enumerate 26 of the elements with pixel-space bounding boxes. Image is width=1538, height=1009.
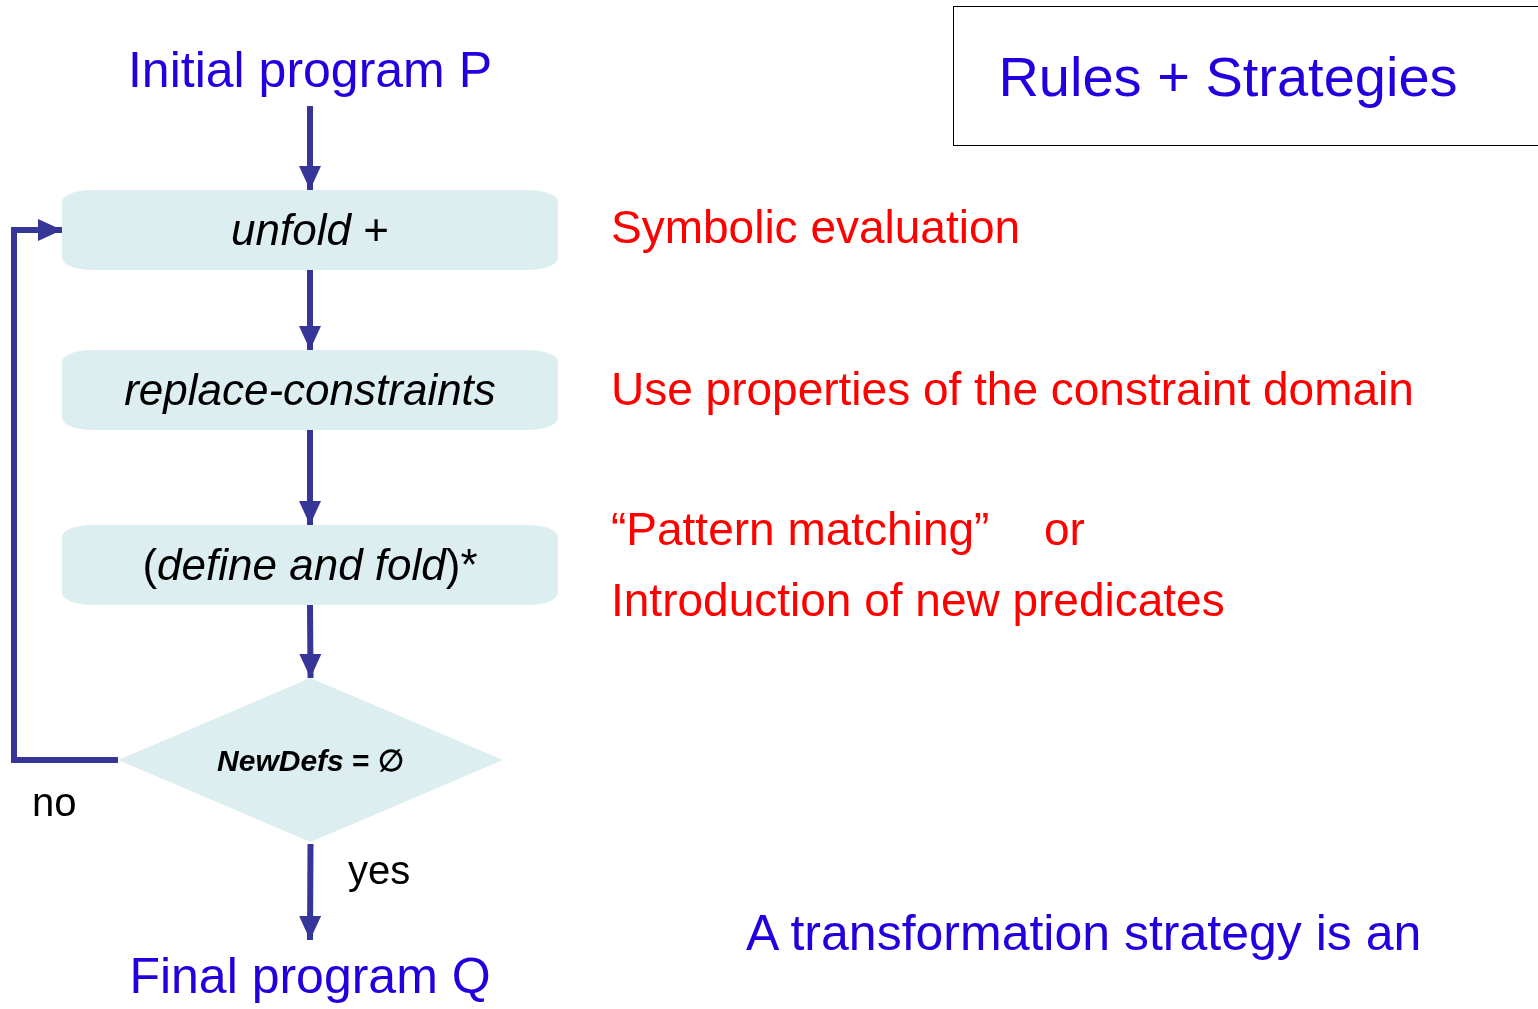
start-label: Initial program P — [127, 41, 492, 99]
process-box — [62, 350, 558, 430]
annotation-text: “Pattern matching” — [611, 502, 990, 556]
arrow — [299, 270, 321, 350]
node-text: (define and fold)* — [142, 540, 478, 590]
title-box — [953, 6, 1538, 146]
note-text: A transformation strategy is an — [746, 904, 1422, 962]
annotation-text: Introduction of new predicates — [611, 573, 1225, 627]
process-box — [62, 525, 558, 605]
process-box — [62, 190, 558, 270]
arrow — [299, 604, 322, 679]
node-text: NewDefs = ∅ — [217, 742, 404, 778]
annotation-text: or — [1044, 502, 1085, 556]
decision-diamond — [118, 678, 503, 842]
title-text: Rules + Strategies — [998, 43, 1459, 109]
node-text: replace-constraints — [124, 365, 496, 415]
node-text: unfold + — [231, 205, 389, 255]
annotation-text: Use properties of the constraint domain — [611, 362, 1414, 416]
edge-label: no — [32, 780, 77, 825]
end-label: Final program Q — [129, 947, 491, 1005]
edge-label: yes — [348, 848, 411, 893]
arrow — [11, 219, 118, 763]
arrow — [299, 430, 321, 525]
annotation-text: Symbolic evaluation — [611, 200, 1021, 254]
arrow — [299, 843, 322, 941]
arrow — [299, 106, 321, 190]
